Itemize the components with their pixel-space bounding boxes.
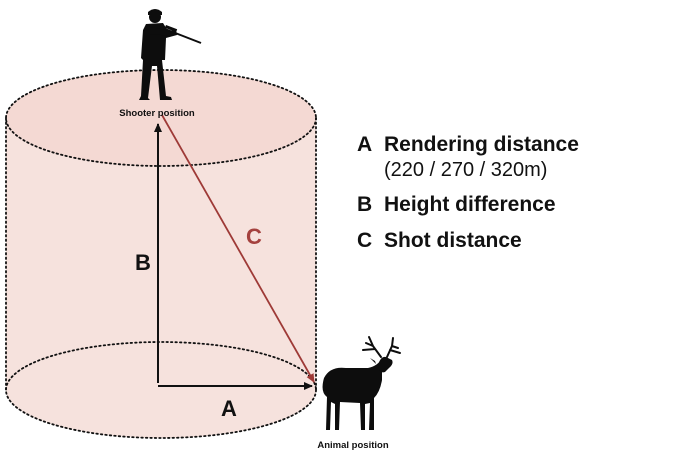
legend-text-b: Height difference: [384, 193, 556, 216]
animal-position-label: Animal position: [317, 440, 388, 451]
cylinder-body: [6, 70, 316, 438]
legend-text-c: Shot distance: [384, 229, 522, 252]
label-a: A: [221, 396, 237, 421]
label-b: B: [135, 250, 151, 275]
legend-key-b: B: [357, 193, 373, 216]
arrow-c-shot: [161, 114, 315, 383]
cylinder-top-face: [6, 70, 316, 166]
legend-item-b: B Height difference: [357, 192, 687, 218]
cylinder: [5, 69, 317, 439]
legend: A Rendering distance (220 / 270 / 320m) B…: [357, 132, 687, 254]
legend-subtext-a: (220 / 270 / 320m): [384, 159, 548, 181]
shooter-silhouette-icon: [139, 9, 202, 100]
legend-text-a: Rendering distance: [384, 133, 579, 156]
shooter-position-label: Shooter position: [119, 108, 195, 119]
legend-item-c: C Shot distance: [357, 228, 687, 254]
label-c: C: [246, 224, 262, 249]
legend-key-c: C: [357, 229, 373, 252]
deer-silhouette-icon: [322, 336, 401, 430]
legend-key-a: A: [357, 133, 373, 156]
legend-item-a: A Rendering distance: [357, 132, 687, 158]
